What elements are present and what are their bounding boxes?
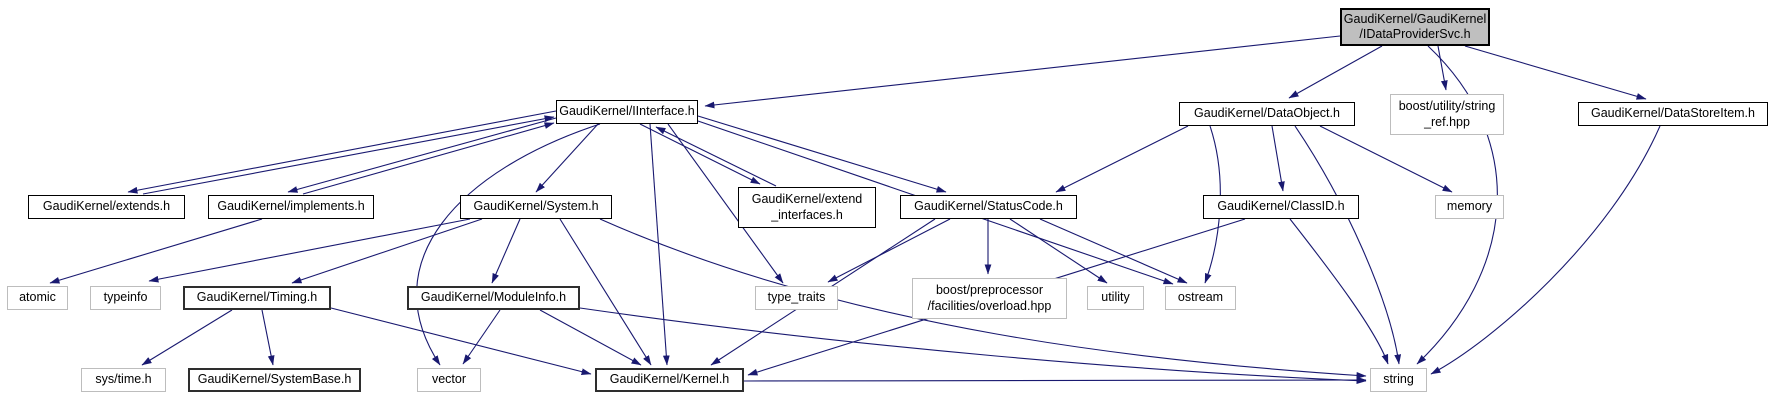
- node-systime: sys/time.h: [81, 368, 166, 392]
- node-atomic: atomic: [7, 286, 68, 310]
- node-label: memory: [1446, 199, 1493, 214]
- node-kernel[interactable]: GaudiKernel/Kernel.h: [595, 368, 744, 392]
- edge-iinterface-to-extends: [127, 110, 557, 194]
- node-implements[interactable]: GaudiKernel/implements.h: [208, 195, 374, 219]
- node-iinterface[interactable]: GaudiKernel/IInterface.h: [556, 100, 698, 124]
- node-label: ostream: [1177, 290, 1224, 305]
- node-dataobject[interactable]: GaudiKernel/DataObject.h: [1179, 102, 1355, 126]
- node-label: GaudiKernel/IInterface.h: [559, 104, 695, 119]
- node-label: _interfaces.h: [771, 207, 843, 222]
- node-extends[interactable]: GaudiKernel/extends.h: [28, 195, 185, 219]
- edge-extends-to-iinterface: [142, 115, 555, 195]
- node-label: boost/preprocessor: [935, 283, 1043, 297]
- edge-iinterface-to-kernel: [649, 123, 670, 366]
- edge-system-to-typeinfo: [148, 218, 471, 283]
- node-statuscode[interactable]: GaudiKernel/StatusCode.h: [900, 195, 1077, 219]
- edge-datastoreitem-to-string: [1430, 125, 1661, 375]
- edge-idataprovidersvc-to-iinterface: [704, 35, 1341, 109]
- edge-iinterface-to-extendinterfaces: [639, 123, 761, 185]
- node-extendinterfaces[interactable]: GaudiKernel/extend_interfaces.h: [738, 187, 876, 228]
- edge-idataprovidersvc-to-dataobject: [1288, 45, 1383, 99]
- edge-statuscode-to-utility: [1009, 218, 1108, 284]
- node-string: string: [1370, 368, 1427, 392]
- node-label: GaudiKernel/Kernel.h: [609, 372, 730, 387]
- node-ostream: ostream: [1165, 286, 1236, 310]
- node-overload: boost/preprocessor/facilities/overload.h…: [912, 278, 1067, 319]
- node-stringref: boost/utility/string_ref.hpp: [1390, 94, 1504, 135]
- node-label: typeinfo: [103, 290, 148, 305]
- node-label: GaudiKernel/GaudiKernel: [1343, 11, 1487, 26]
- edge-system-to-moduleinfo: [491, 218, 521, 284]
- edge-iinterface-to-statuscode: [697, 115, 947, 193]
- edge-iinterface-to-vector: [416, 123, 601, 366]
- node-label: boost/utility/string: [1398, 99, 1496, 113]
- node-label: vector: [431, 372, 467, 387]
- node-label: string: [1383, 372, 1414, 387]
- edge-statuscode-to-typetraits: [827, 218, 951, 283]
- edge-timing-to-systime: [141, 309, 233, 366]
- edge-kernel-to-string: [743, 376, 1367, 384]
- edge-timing-to-kernel: [330, 307, 592, 375]
- node-label: GaudiKernel/DataStoreItem.h: [1591, 106, 1755, 121]
- node-timing[interactable]: GaudiKernel/Timing.h: [183, 286, 331, 310]
- node-label: GaudiKernel/ClassID.h: [1217, 199, 1345, 214]
- node-moduleinfo[interactable]: GaudiKernel/ModuleInfo.h: [407, 286, 580, 310]
- node-label: sys/time.h: [95, 372, 152, 387]
- node-label: GaudiKernel/extend: [751, 192, 863, 206]
- edge-dataobject-to-classid: [1271, 125, 1285, 192]
- edge-dataobject-to-memory: [1319, 125, 1453, 193]
- node-system[interactable]: GaudiKernel/System.h: [460, 195, 612, 219]
- node-label: GaudiKernel/Timing.h: [196, 290, 318, 305]
- edge-extendinterfaces-to-iinterface: [655, 126, 777, 187]
- node-label: atomic: [19, 290, 56, 305]
- node-typeinfo: typeinfo: [90, 286, 161, 310]
- edge-idataprovidersvc-to-stringref: [1437, 45, 1448, 91]
- edge-iinterface-to-system: [535, 123, 599, 193]
- node-label: /facilities/overload.hpp: [927, 298, 1052, 313]
- node-label: GaudiKernel/ModuleInfo.h: [420, 290, 567, 305]
- node-label: _ref.hpp: [1424, 114, 1470, 129]
- node-label: /IDataProviderSvc.h: [1359, 27, 1471, 41]
- edge-moduleinfo-to-string: [579, 307, 1367, 385]
- edge-iinterface-to-typetraits: [667, 123, 784, 284]
- edge-iinterface-to-implements: [287, 117, 557, 193]
- edge-moduleinfo-to-kernel: [539, 309, 642, 366]
- edge-system-to-timing: [291, 218, 483, 284]
- edge-statuscode-to-ostream: [1039, 218, 1188, 284]
- edge-system-to-kernel: [559, 218, 652, 366]
- node-label: GaudiKernel/System.h: [473, 199, 599, 214]
- node-vector: vector: [417, 368, 481, 392]
- node-datastoreitem[interactable]: GaudiKernel/DataStoreItem.h: [1578, 102, 1768, 126]
- node-idataprovidersvc: GaudiKernel/GaudiKernel/IDataProviderSvc…: [1340, 8, 1490, 46]
- node-label: type_traits: [767, 290, 826, 305]
- edge-classid-to-string: [1289, 218, 1389, 365]
- edge-dataobject-to-string: [1294, 125, 1402, 365]
- node-systembase[interactable]: GaudiKernel/SystemBase.h: [188, 368, 361, 392]
- node-utility: utility: [1087, 286, 1144, 310]
- node-label: GaudiKernel/implements.h: [217, 199, 365, 214]
- node-label: GaudiKernel/extends.h: [42, 199, 171, 214]
- edge-moduleinfo-to-vector: [462, 309, 501, 365]
- edge-dataobject-to-statuscode: [1055, 125, 1189, 193]
- edge-implements-to-atomic: [49, 218, 263, 284]
- edge-implements-to-iinterface: [302, 122, 555, 195]
- edge-timing-to-systembase: [261, 309, 275, 366]
- edge-idataprovidersvc-to-datastoreitem: [1464, 45, 1647, 100]
- node-typetraits: type_traits: [755, 286, 838, 310]
- node-label: utility: [1101, 290, 1130, 305]
- node-label: GaudiKernel/DataObject.h: [1194, 106, 1340, 121]
- node-memory: memory: [1435, 195, 1504, 219]
- node-classid[interactable]: GaudiKernel/ClassID.h: [1203, 195, 1359, 219]
- edge-system-to-string: [599, 218, 1367, 379]
- node-label: GaudiKernel/SystemBase.h: [197, 372, 352, 387]
- node-label: GaudiKernel/StatusCode.h: [914, 199, 1063, 214]
